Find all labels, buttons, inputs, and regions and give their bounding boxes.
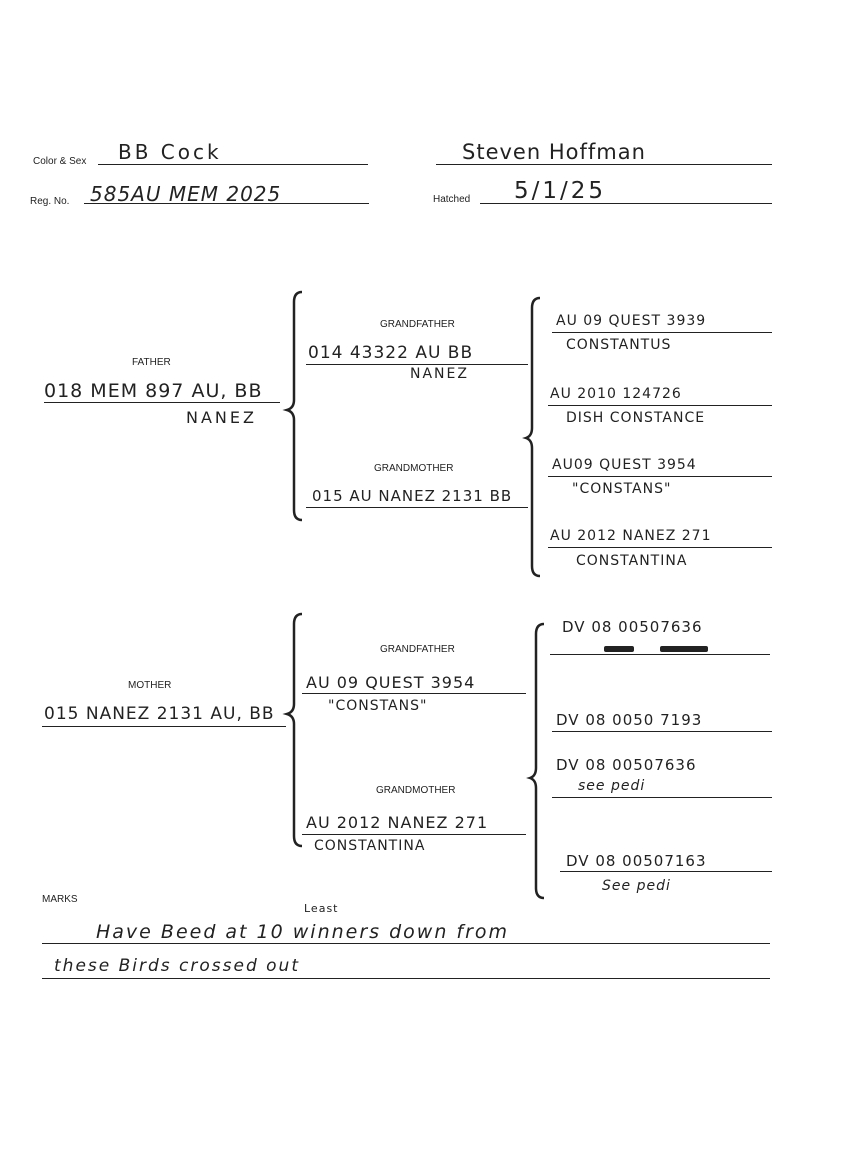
color-sex-label: Color & Sex [33, 156, 87, 167]
father-grandmother-band: 015 AU NANEZ 2131 BB [312, 487, 513, 505]
mother-label: MOTHER [128, 680, 172, 691]
father-ancestor-line [548, 405, 772, 406]
marks-label: MARKS [42, 894, 78, 905]
marks-line2: these Birds crossed out [54, 956, 300, 976]
mother-ancestor-line [560, 871, 772, 872]
father-ancestor-name: CONSTANTINA [576, 553, 688, 569]
mother-ancestor-name: see pedi [578, 778, 646, 794]
owner-line [436, 164, 772, 165]
marks-rule-1 [42, 943, 770, 944]
father-name: NANEZ [186, 408, 257, 427]
father-ancestor-band: AU 2010 124726 [550, 386, 682, 402]
color-sex-value: BB Cock [118, 140, 222, 164]
father-ancestor-band: AU 09 QUEST 3939 [556, 313, 707, 329]
crossed-out-scribble [604, 646, 634, 652]
father-line [44, 402, 280, 403]
father-grandfather-name: NANEZ [410, 366, 469, 382]
mother-grandfather-name: "CONSTANS" [328, 698, 428, 714]
mother-ancestor-band: DV 08 00507636 [562, 618, 703, 636]
mother-band: 015 NANEZ 2131 AU, BB [44, 704, 275, 724]
hatched-label: Hatched [433, 194, 471, 205]
mother-ancestor-band: DV 08 0050 7193 [556, 711, 703, 729]
father-grandmother-line [306, 507, 528, 508]
father-ancestor-name: "CONSTANS" [572, 481, 672, 497]
mother-grandmother-line [302, 834, 526, 835]
father-band: 018 MEM 897 AU, BB [44, 380, 263, 402]
mother-grandfather-band: AU 09 QUEST 3954 [306, 673, 476, 692]
reg-no-label: Reg. No. [30, 196, 70, 207]
father-ancestor-line [548, 476, 772, 477]
owner-name: Steven Hoffman [462, 140, 646, 164]
father-label: FATHER [132, 357, 171, 368]
father-ancestor-band: AU09 QUEST 3954 [552, 457, 697, 473]
mother-ancestor-band: DV 08 00507636 [556, 756, 697, 774]
marks-superscript: Least [304, 902, 339, 915]
hatched-value: 5/1/25 [514, 178, 607, 204]
hatched-line [480, 203, 772, 204]
mother-ancestor-line [552, 797, 772, 798]
mother-grandmother-label: GRANDMOTHER [376, 785, 456, 796]
father-ancestor-band: AU 2012 NANEZ 271 [550, 528, 712, 544]
father-ancestor-line [552, 332, 772, 333]
father-ancestor-name: CONSTANTUS [566, 337, 672, 353]
mother-line [42, 726, 286, 727]
mother-grandmother-name: CONSTANTINA [314, 838, 426, 854]
father-ancestor-line [548, 547, 772, 548]
color-sex-line [98, 164, 368, 165]
mother-ancestor-line [552, 731, 772, 732]
marks-line1: Have Beed at 10 winners down from [96, 921, 510, 943]
father-grandfather-band: 014 43322 AU BB [308, 343, 474, 363]
father-grandfather-label: GRANDFATHER [380, 319, 455, 330]
mother-grandfather-label: GRANDFATHER [380, 644, 455, 655]
marks-rule-2 [42, 978, 770, 979]
reg-no-value: 585AU MEM 2025 [90, 182, 282, 206]
father-grandmother-label: GRANDMOTHER [374, 463, 454, 474]
mother-ancestor-name: See pedi [602, 878, 671, 894]
father-grandfather-line [306, 364, 528, 365]
crossed-out-scribble [660, 646, 708, 652]
mother-ancestor-band: DV 08 00507163 [566, 852, 707, 870]
father-ancestor-name: DISH CONSTANCE [566, 410, 706, 426]
reg-no-line [84, 203, 369, 204]
mother-grandmother-band: AU 2012 NANEZ 271 [306, 813, 489, 832]
mother-grandfather-line [302, 693, 526, 694]
mother-ancestor-line [550, 654, 770, 655]
